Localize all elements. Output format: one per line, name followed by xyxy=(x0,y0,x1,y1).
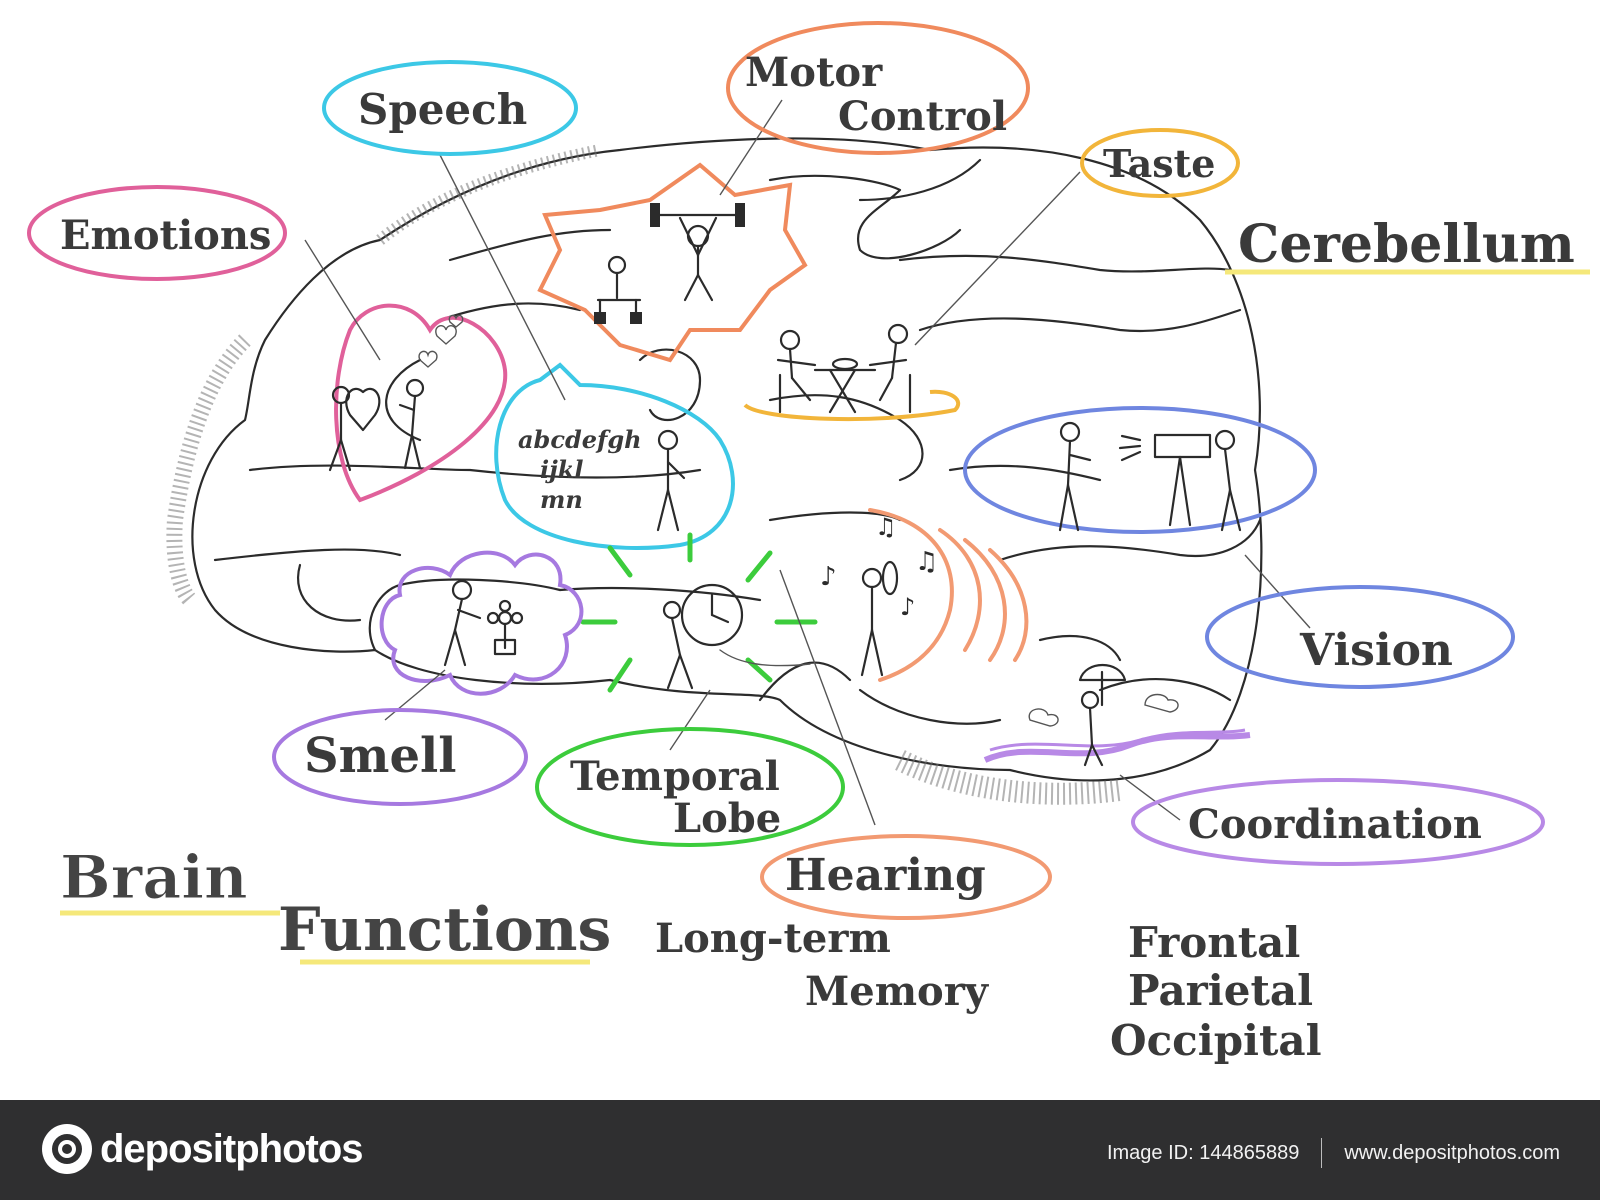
label-memory: Memory xyxy=(805,968,990,1015)
meta-divider xyxy=(1321,1138,1323,1168)
label-smell: Smell xyxy=(304,728,456,784)
label-taste: Taste xyxy=(1103,141,1215,186)
camera-icon xyxy=(42,1124,92,1174)
image-meta: Image ID: 144865889 www.depositphotos.co… xyxy=(1107,1138,1560,1168)
music-note-icon: ♪ xyxy=(820,562,837,592)
label-ovals xyxy=(27,21,1545,920)
label-lobe: Lobe xyxy=(673,795,781,842)
label-coordination: Coordination xyxy=(1188,801,1482,848)
label-emotions: Emotions xyxy=(60,212,271,259)
taste-dinner-scene xyxy=(743,323,961,422)
label-long-term: Long-term xyxy=(655,915,891,962)
music-note-icon: ♫ xyxy=(875,513,897,541)
footer-bar: depositphotos Image ID: 144865889 www.de… xyxy=(0,1100,1600,1200)
speech-letters-line2: ijkl xyxy=(540,455,584,484)
seated-figure-icon xyxy=(594,255,642,324)
image-id: Image ID: 144865889 xyxy=(1106,1141,1300,1164)
label-motor: Motor xyxy=(745,49,883,96)
title-line2: Functions xyxy=(278,895,611,965)
title-line1: Brain xyxy=(60,843,248,913)
smell-region xyxy=(379,550,584,696)
label-hearing: Hearing xyxy=(785,850,986,901)
label-speech: Speech xyxy=(358,85,527,134)
coordination-region xyxy=(983,664,1251,767)
title-block: Brain Functions xyxy=(60,843,612,966)
music-note-icon: ♪ xyxy=(900,593,915,621)
memory-clock-region xyxy=(580,532,818,693)
brain-outline xyxy=(166,137,1263,805)
motor-control-region xyxy=(537,162,808,363)
site-url[interactable]: www.depositphotos.com xyxy=(1344,1141,1560,1164)
label-control: Control xyxy=(838,93,1007,140)
music-note-icon: ♫ xyxy=(915,547,938,577)
motor-burst-shape xyxy=(537,162,808,363)
hearing-region: ♪ ♫ ♫ ♪ xyxy=(820,508,1029,682)
label-frontal: Frontal xyxy=(1128,918,1300,967)
brand-name: depositphotos xyxy=(100,1126,364,1171)
label-occipital: Occipital xyxy=(1110,1016,1322,1065)
label-parietal: Parietal xyxy=(1128,966,1313,1015)
depositphotos-logo: depositphotos xyxy=(40,1122,364,1176)
label-temporal: Temporal xyxy=(570,753,780,800)
speech-bubble-region: abcdefgh ijkl mn xyxy=(494,362,735,550)
speech-letters-line1: abcdefgh xyxy=(518,425,642,454)
label-vision: Vision xyxy=(1299,625,1453,676)
weightlifter-figure-icon xyxy=(650,203,745,302)
vision-region xyxy=(963,406,1317,534)
speech-letters-line3: mn xyxy=(540,485,583,514)
label-cerebellum: Cerebellum xyxy=(1238,214,1575,275)
brain-functions-diagram: abcdefgh ijkl mn xyxy=(27,21,1590,1065)
emotions-heart-region xyxy=(328,303,508,503)
